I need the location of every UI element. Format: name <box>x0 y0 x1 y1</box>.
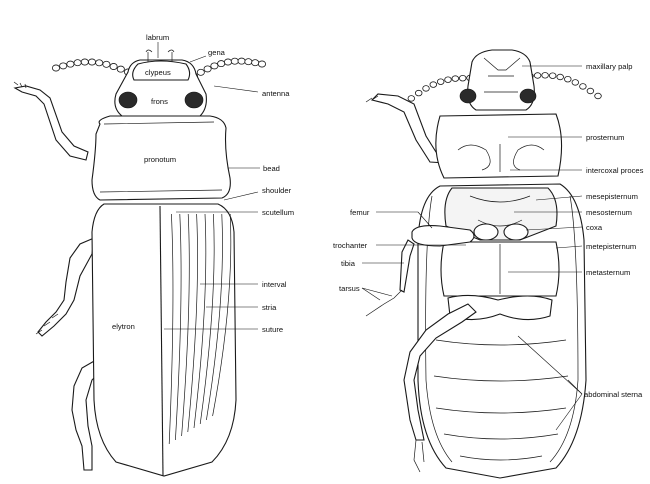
label-pronotum: pronotum <box>144 155 176 164</box>
antenna-segment <box>52 65 59 71</box>
antenna-segment <box>252 60 259 66</box>
label-elytron: elytron <box>112 322 135 331</box>
antenna-segment <box>549 73 556 79</box>
antenna-segment <box>224 59 231 65</box>
antenna-segment <box>204 66 211 72</box>
antenna-segment <box>595 93 602 99</box>
antenna-segment <box>218 61 225 67</box>
label-shoulder: shoulder <box>262 186 292 195</box>
label-femur: femur <box>350 208 370 217</box>
antenna-segment <box>88 59 95 65</box>
antenna-segment <box>74 60 81 66</box>
dorsal-view: labrum gena clypeus frons antenna pronot… <box>14 33 294 476</box>
ventral-right-eye <box>520 89 536 103</box>
antenna-segment <box>452 76 459 82</box>
dorsal-front-leg <box>15 86 88 160</box>
antenna-segment <box>557 74 564 80</box>
label-clypeus: clypeus <box>145 68 171 77</box>
label-trochanter: trochanter <box>333 241 368 250</box>
antenna-segment <box>81 59 88 65</box>
label-prosternum: prosternum <box>586 133 624 142</box>
antenna-segment <box>587 88 594 94</box>
antenna-segment <box>572 80 579 86</box>
prosternum-plate <box>436 114 562 178</box>
label-frons: frons <box>151 97 168 106</box>
antenna-segment <box>542 72 549 78</box>
label-scutellum: scutellum <box>262 208 294 217</box>
antenna-segment <box>67 61 74 67</box>
antenna-segment <box>565 76 572 82</box>
label-interval: interval <box>262 280 287 289</box>
antenna-segment <box>580 84 587 90</box>
antenna-segment <box>430 82 437 88</box>
antenna-segment <box>60 63 67 69</box>
left-antenna <box>52 59 131 75</box>
label-stria: stria <box>262 303 277 312</box>
dorsal-middle-leg <box>38 238 94 336</box>
antenna-segment <box>197 69 204 75</box>
label-maxillary-palp: maxillary palp <box>586 62 632 71</box>
label-labrum: labrum <box>146 33 169 42</box>
label-tarsus: tarsus <box>339 284 360 293</box>
antenna-segment <box>211 63 218 69</box>
antenna-segment <box>117 66 124 72</box>
mid-coxa-left <box>474 224 498 240</box>
ventral-left-eye <box>460 89 476 103</box>
ventral-view: maxillary palp prosternum intercoxal pro… <box>333 50 644 478</box>
antenna-segment <box>437 79 444 85</box>
right-antenna <box>190 58 265 79</box>
label-coxa: coxa <box>586 223 603 232</box>
label-bead: bead <box>263 164 280 173</box>
antenna-segment <box>459 75 466 81</box>
antenna-segment <box>245 59 252 65</box>
label-tibia: tibia <box>341 259 356 268</box>
left-eye <box>119 92 137 108</box>
label-suture: suture <box>262 325 283 334</box>
antenna-segment <box>231 58 238 64</box>
antenna-segment <box>103 61 110 67</box>
label-metepisternum: metepisternum <box>586 242 636 251</box>
antenna-segment <box>423 86 430 92</box>
antenna-segment <box>534 73 541 79</box>
antenna-segment <box>96 60 103 66</box>
label-gena: gena <box>208 48 226 57</box>
ventral-right-antenna <box>527 72 602 98</box>
antenna-segment <box>258 61 265 67</box>
antenna-segment <box>445 77 452 83</box>
mid-coxa-right <box>504 224 528 240</box>
label-antenna: antenna <box>262 89 290 98</box>
ventral-middle-leg-tibia <box>400 240 414 292</box>
antenna-segment <box>415 90 422 96</box>
label-metasternum: metasternum <box>586 268 630 277</box>
antenna-segment <box>238 58 245 64</box>
label-mesosternum: mesosternum <box>586 208 632 217</box>
label-intercoxal-process: intercoxal proces <box>586 166 644 175</box>
right-eye <box>185 92 203 108</box>
label-mesepisternum: mesepisternum <box>586 192 638 201</box>
antenna-segment <box>408 96 415 102</box>
label-abdominal-sterna: abdominal sterna <box>584 390 643 399</box>
antenna-segment <box>110 63 117 69</box>
